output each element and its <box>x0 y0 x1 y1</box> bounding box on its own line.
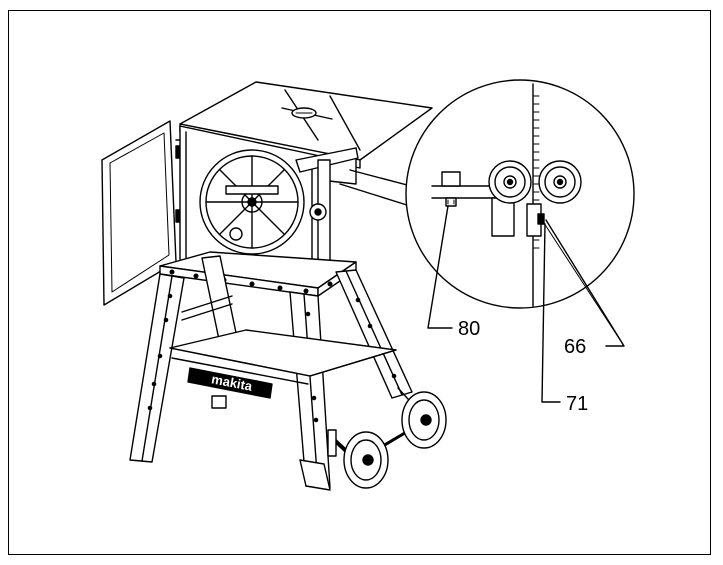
band-wheel <box>199 149 305 255</box>
detail-leader-line-lower <box>339 183 411 207</box>
callout-80: 80 <box>458 318 480 340</box>
figure-frame <box>8 10 711 555</box>
callout-leaders <box>427 205 625 403</box>
detail-magnifier <box>405 79 635 309</box>
callout-71: 71 <box>566 393 588 415</box>
lower-braces <box>169 295 397 409</box>
brand-plate: makita <box>187 367 273 399</box>
caster-wheels <box>299 387 447 491</box>
callout-66: 66 <box>564 336 586 358</box>
